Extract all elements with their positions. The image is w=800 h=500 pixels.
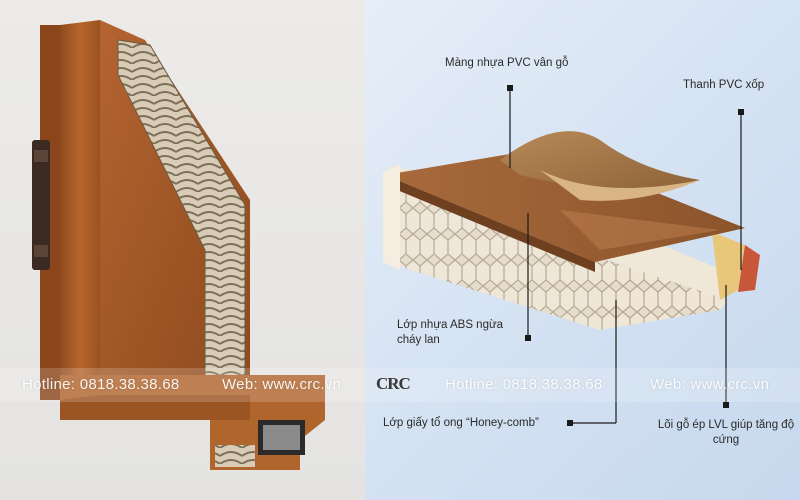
callout-lines [507, 85, 744, 426]
crc-logo-text: CRC [376, 374, 411, 393]
watermark-bar [0, 368, 800, 402]
watermark-web-right: Web: www.crc.vn [650, 376, 770, 393]
label-pvc-foam: Thanh PVC xốp [683, 79, 765, 91]
layer-diagram [383, 131, 760, 330]
watermark-hotline-right: Hotline: 0818.38.38.68 [445, 376, 603, 393]
label-lvl-core: Lõi gỗ ép LVL giúp tăng độ cứng [657, 419, 795, 446]
label-honeycomb: Lớp giấy tổ ong “Honey-comb” [383, 417, 539, 429]
watermark-web-left: Web: www.crc.vn [222, 376, 342, 393]
crc-logo: CRC [376, 374, 411, 394]
label-abs-layer: Lớp nhựa ABS ngừa cháy lan [397, 319, 504, 346]
watermark-hotline-left: Hotline: 0818.38.38.68 [22, 376, 180, 393]
door-frame-photo [32, 20, 325, 470]
label-pvc-film: Màng nhựa PVC vân gỗ [445, 57, 569, 69]
